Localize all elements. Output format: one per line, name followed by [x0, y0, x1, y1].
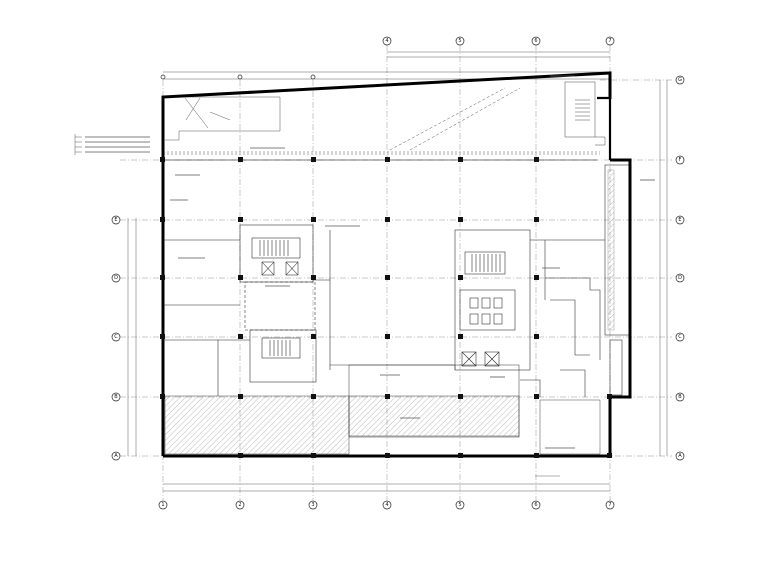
- dimension-lines: [127, 51, 668, 492]
- grid-bubbles-right: G F E D C B A: [675, 75, 685, 461]
- grid-bubble-right-G: G: [675, 75, 685, 85]
- grid-bubble-6: 6: [531, 500, 541, 510]
- upper-lobby-area: [163, 87, 600, 155]
- svg-text:E: E: [114, 217, 117, 223]
- grid-bubble-top-4: 4: [382, 36, 392, 46]
- grid-bubble-7: 7: [605, 500, 615, 510]
- svg-text:A: A: [678, 453, 682, 459]
- grid-bubble-left-C: C: [111, 332, 121, 342]
- svg-text:C: C: [114, 334, 118, 340]
- legend-lines: [74, 134, 82, 155]
- annotation-marks: [85, 75, 655, 449]
- grid-bubble-top-6: 6: [531, 36, 541, 46]
- grid-bubble-left-E: E: [111, 215, 121, 225]
- grid-bubble-3: 3: [308, 500, 318, 510]
- svg-text:A: A: [114, 453, 118, 459]
- svg-text:B: B: [114, 394, 118, 400]
- grid-bubble-left-B: B: [111, 392, 121, 402]
- grid-bubbles-top: 4 5 6 7: [160, 36, 615, 80]
- grid-bubble-right-F: F: [675, 155, 685, 165]
- svg-text:4: 4: [385, 502, 388, 508]
- svg-text:D: D: [114, 275, 118, 281]
- svg-text:7: 7: [608, 38, 611, 44]
- svg-text:G: G: [678, 77, 682, 83]
- svg-text:7: 7: [608, 502, 611, 508]
- grid-bubble-top-7: 7: [605, 36, 615, 46]
- grid-bubble-right-B: B: [675, 392, 685, 402]
- svg-text:4: 4: [385, 38, 388, 44]
- svg-text:F: F: [679, 157, 682, 163]
- left-core: [163, 224, 331, 396]
- right-core: [454, 229, 623, 397]
- grid-bubble-right-C: C: [675, 332, 685, 342]
- grid-bubbles-left: E D C B A: [111, 215, 121, 461]
- svg-text:5: 5: [458, 502, 461, 508]
- grid-bubble-5: 5: [455, 500, 465, 510]
- small-bubble-2: [237, 74, 243, 80]
- svg-text:B: B: [678, 394, 682, 400]
- grid-bubble-right-E: E: [675, 215, 685, 225]
- grid-bubble-right-A: A: [675, 451, 685, 461]
- svg-text:2: 2: [238, 502, 241, 508]
- hatched-zones: [164, 164, 631, 455]
- small-bubble-3: [310, 74, 316, 80]
- svg-text:6: 6: [534, 502, 537, 508]
- grid-bubbles-bottom: 1 2 3 4 5 6 7: [158, 500, 615, 510]
- grid-bubble-2: 2: [235, 500, 245, 510]
- svg-text:1: 1: [161, 502, 164, 508]
- stair-core-top-right: [564, 81, 606, 146]
- structural-columns: [160, 157, 612, 458]
- svg-text:5: 5: [458, 38, 461, 44]
- grid-bubble-4: 4: [382, 500, 392, 510]
- grid-bubble-left-D: D: [111, 273, 121, 283]
- svg-text:D: D: [678, 275, 682, 281]
- grid-bubble-1: 1: [158, 500, 168, 510]
- small-bubble-1: [160, 74, 166, 80]
- atrium-outline: [330, 364, 520, 438]
- grid-bubble-right-D: D: [675, 273, 685, 283]
- svg-text:6: 6: [534, 38, 537, 44]
- grid-bubble-top-5: 5: [455, 36, 465, 46]
- svg-text:C: C: [678, 334, 682, 340]
- grid-bubble-left-A: A: [111, 451, 121, 461]
- svg-text:3: 3: [311, 502, 314, 508]
- svg-text:E: E: [678, 217, 681, 223]
